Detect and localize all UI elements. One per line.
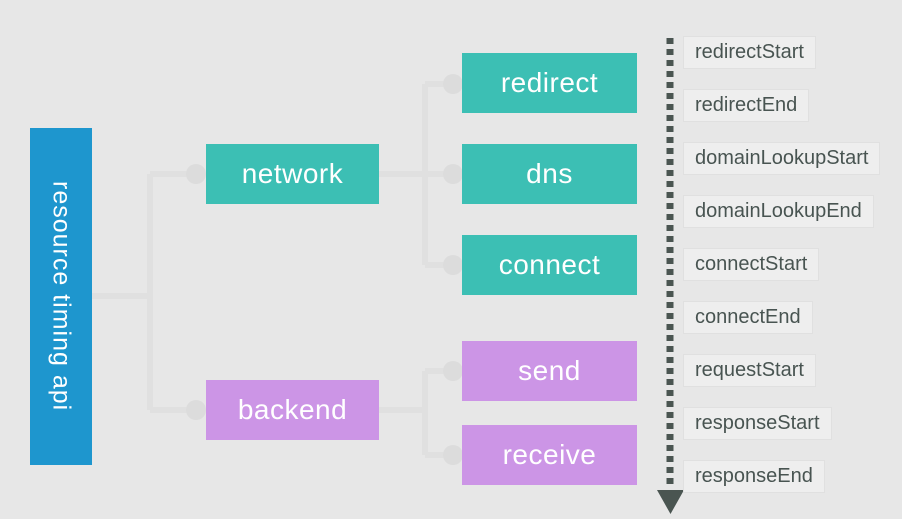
root-to-branches-connector	[92, 171, 196, 413]
connector-dot	[443, 361, 463, 381]
node-receive: receive	[462, 425, 637, 485]
timeline-label-connect-start: connectStart	[683, 248, 820, 281]
connector-dot	[443, 445, 463, 465]
node-connect: connect	[462, 235, 637, 295]
timeline-label-response-start: responseStart	[683, 407, 832, 440]
node-dns: dns	[462, 144, 637, 204]
timeline-label-response-end: responseEnd	[683, 460, 825, 493]
connector-dot	[443, 74, 463, 94]
node-send: send	[462, 341, 637, 401]
backend-children-connector	[379, 368, 453, 458]
timeline-label-connect-end: connectEnd	[683, 301, 813, 334]
node-resource-timing-api: resource timing api	[30, 128, 92, 465]
connector-dot	[443, 164, 463, 184]
node-backend: backend	[206, 380, 379, 440]
timeline-arrow-icon	[657, 38, 684, 514]
timeline-label-domain-lookup-start: domainLookupStart	[683, 142, 881, 175]
connector-dot	[186, 400, 206, 420]
node-redirect: redirect	[462, 53, 637, 113]
timeline-label-redirect-start: redirectStart	[683, 36, 816, 69]
connector-dot	[186, 164, 206, 184]
node-network: network	[206, 144, 379, 204]
timeline-label-redirect-end: redirectEnd	[683, 89, 810, 122]
connector-dot	[443, 255, 463, 275]
network-children-connector	[379, 81, 453, 268]
timeline-label-domain-lookup-end: domainLookupEnd	[683, 195, 874, 228]
timeline-label-request-start: requestStart	[683, 354, 816, 387]
